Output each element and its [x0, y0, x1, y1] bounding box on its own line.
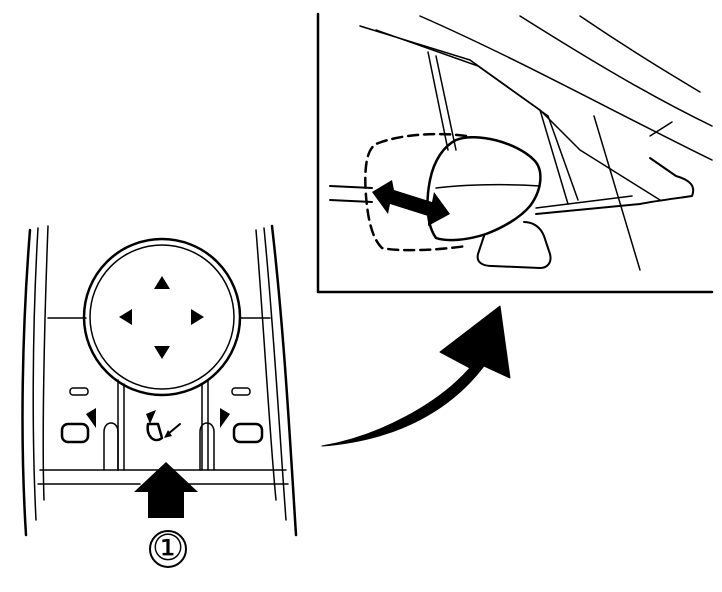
belt-line-right	[535, 157, 695, 215]
right-mirror-select-icon[interactable]	[220, 408, 264, 444]
fold-mirror-icon[interactable]	[146, 410, 181, 442]
direction-pad-down[interactable]	[154, 346, 170, 359]
left-mirror-select-icon[interactable]	[60, 408, 96, 444]
step-marker-group	[149, 530, 187, 568]
switch-slot-right	[199, 422, 215, 471]
panel-right-edge-inner	[263, 227, 287, 521]
panel-left-edge-inner	[32, 227, 39, 521]
direction-pad-right[interactable]	[191, 309, 204, 325]
switch-panel	[21, 224, 298, 537]
belt-line-right2	[535, 195, 633, 209]
mirror-folded-outline	[364, 132, 468, 252]
pillar-right	[593, 115, 641, 271]
pillar-small	[649, 121, 673, 137]
panel-right-edge-inner2	[255, 229, 277, 501]
panel-right-edge	[270, 224, 298, 537]
left-indicator-lamp	[69, 387, 89, 396]
direction-pad-left[interactable]	[119, 309, 132, 325]
roof-line-3	[579, 15, 701, 93]
direction-pad[interactable]	[82, 237, 242, 397]
step-number-label: ①	[151, 528, 185, 569]
step-marker-circle	[149, 530, 187, 568]
window-line-2	[375, 29, 549, 117]
mirror-housing-rim	[435, 183, 541, 189]
mirror-housing	[426, 136, 542, 242]
pillar-diag	[539, 109, 579, 205]
fold-motion-arrow-icon	[372, 180, 450, 226]
switch-frame-left	[117, 379, 125, 471]
transition-arrow-icon	[321, 305, 511, 447]
switch-frame-right	[201, 379, 209, 471]
press-arrow-icon	[134, 462, 198, 518]
roof-line-2	[519, 15, 713, 127]
direction-pad-inner	[89, 244, 235, 390]
switch-slot-left	[103, 422, 119, 471]
mirror-base	[476, 221, 552, 269]
inset-frame	[316, 12, 714, 294]
mirror-inset	[316, 12, 714, 294]
direction-pad-up[interactable]	[154, 276, 170, 289]
right-indicator-lamp	[231, 387, 251, 396]
panel-left-edge	[21, 228, 32, 537]
roof-line-1	[419, 15, 713, 161]
window-line-1	[359, 25, 661, 201]
panel-left-edge-inner2	[42, 225, 49, 501]
